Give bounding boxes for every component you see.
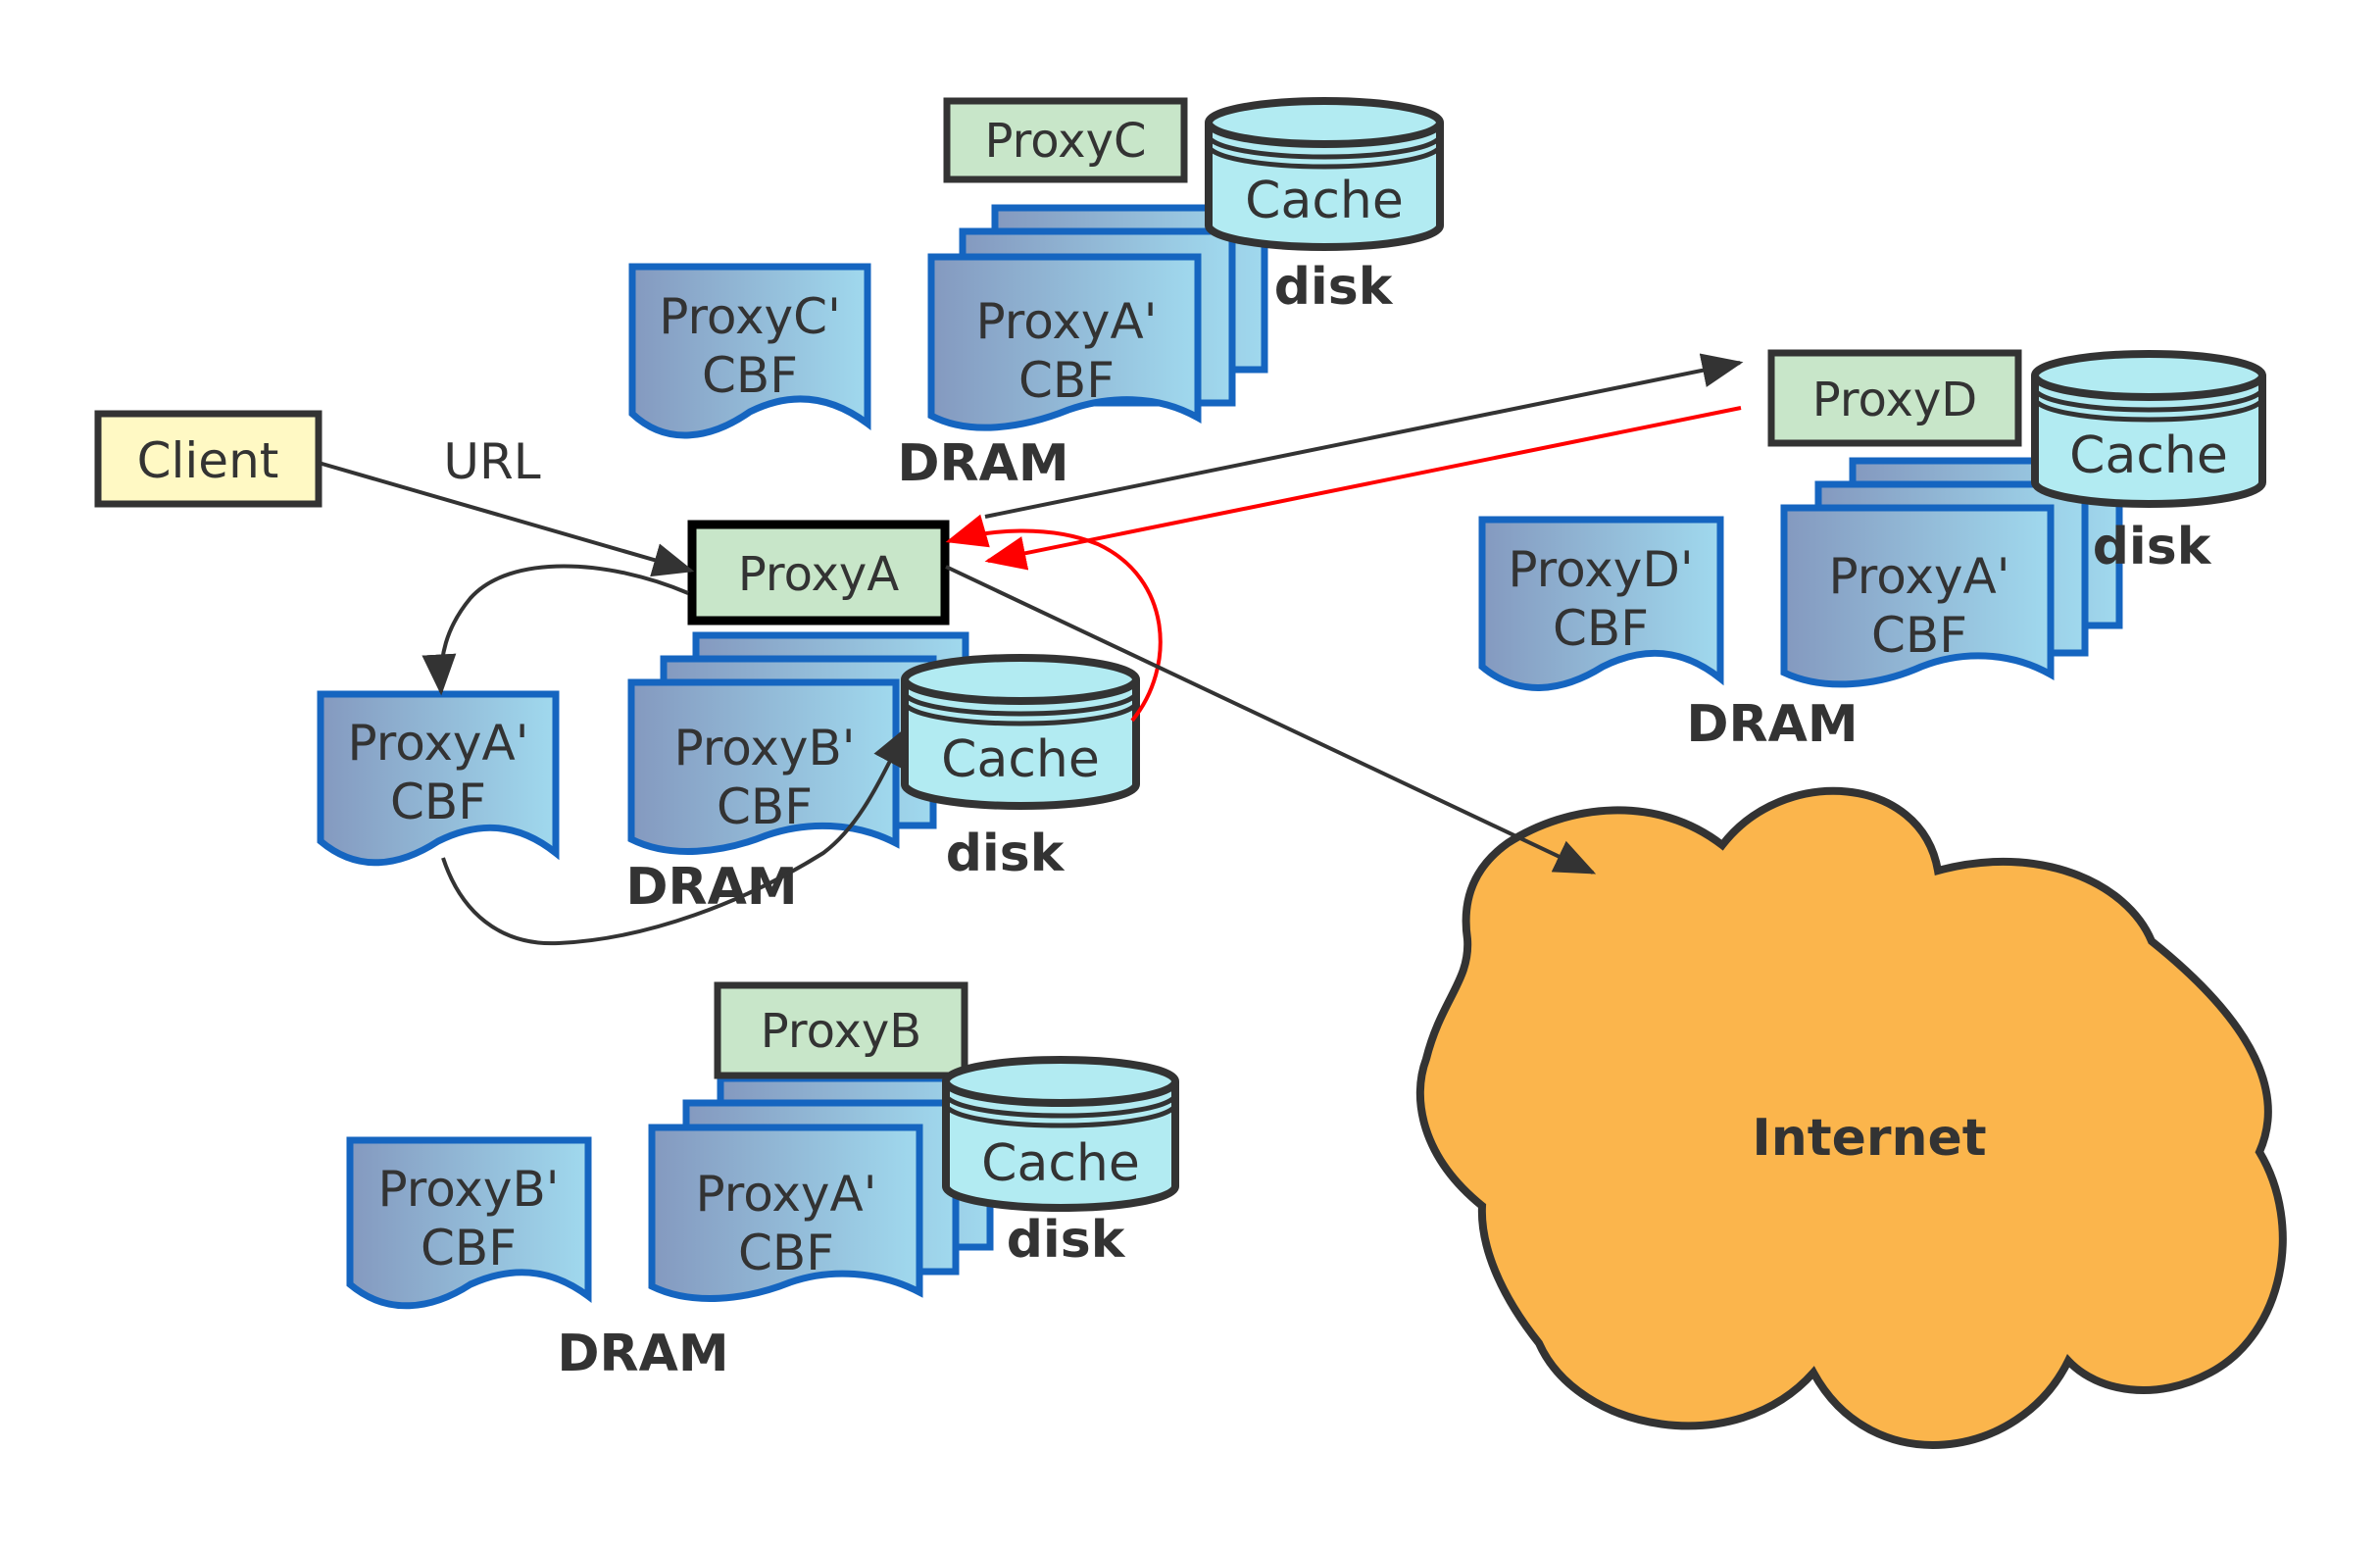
- proxyb-cache[interactable]: Cache: [942, 1056, 1179, 1212]
- proxya-cbf-stack[interactable]: ProxyB' CBF: [627, 631, 969, 855]
- internet-node[interactable]: Internet: [1415, 786, 2287, 1449]
- cache-label: Cache: [2069, 426, 2228, 485]
- proxyb-node[interactable]: ProxyB: [714, 981, 968, 1079]
- proxy-label: ProxyC: [985, 114, 1147, 169]
- cluster-proxy-c: ProxyC' CBF ProxyA' CBF ProxyC Cache dis…: [628, 97, 1444, 493]
- cbf-label-line2: CBF: [1553, 600, 1649, 657]
- stack-sheet-front: [627, 678, 900, 855]
- dram-label: DRAM: [897, 434, 1068, 493]
- internet-label: Internet: [1752, 1109, 1986, 1168]
- disk-label: disk: [2093, 518, 2212, 576]
- client-box: [94, 410, 322, 508]
- cbf-label-line1: ProxyB': [377, 1161, 559, 1218]
- internet-cloud-shape: [1415, 786, 2287, 1449]
- proxy-box: [1767, 349, 2022, 447]
- proxy-label: ProxyA: [738, 547, 899, 602]
- cache-ring: [902, 701, 1139, 726]
- url-edge-label: URL: [443, 433, 540, 490]
- cbf-label-line2: CBF: [1871, 607, 1967, 664]
- proxyd-cache[interactable]: Cache: [2031, 350, 2266, 508]
- cache-ring: [2032, 397, 2265, 423]
- cbf-label-line2: CBF: [421, 1220, 517, 1276]
- cbf-label-line1: ProxyD': [1508, 541, 1693, 598]
- proxy-label: ProxyB: [761, 1004, 921, 1059]
- proxya-cache[interactable]: Cache: [901, 654, 1140, 810]
- cluster-proxy-a: ProxyA' CBF ProxyB' CBF Cache disk DRAM …: [317, 520, 1140, 917]
- cbf-document-shape: [1478, 516, 1724, 691]
- cbf-label-line1: ProxyB': [673, 720, 855, 776]
- proxya-node[interactable]: ProxyA: [687, 520, 950, 625]
- proxyc-cache[interactable]: Cache: [1205, 97, 1444, 251]
- cbf-label-line1: ProxyA': [976, 293, 1158, 350]
- stack-sheet-front: [648, 1124, 923, 1302]
- proxyc-own-cbf[interactable]: ProxyC' CBF: [628, 263, 871, 439]
- cache-ring: [1206, 134, 1443, 160]
- cbf-label-line2: CBF: [717, 778, 813, 835]
- client-label: Client: [137, 432, 279, 489]
- cache-ring: [943, 1093, 1178, 1119]
- disk-label: disk: [1007, 1211, 1126, 1270]
- proxyc-cbf-stack[interactable]: ProxyA' CBF: [927, 204, 1268, 431]
- cache-label: Cache: [1245, 172, 1404, 230]
- edge-proxya-to-own-cbf[interactable]: [421, 564, 689, 696]
- cache-label: Cache: [941, 730, 1100, 789]
- cache-ring: [902, 691, 1139, 717]
- edge-client-to-proxya[interactable]: [318, 461, 695, 577]
- dram-label: DRAM: [1686, 695, 1858, 754]
- edge-proxya-to-internet[interactable]: [945, 565, 1597, 875]
- cache-ring: [1206, 144, 1443, 170]
- cluster-proxy-b: ProxyB' CBF ProxyA' CBF ProxyB Cache dis…: [346, 981, 1179, 1383]
- proxyb-own-cbf[interactable]: ProxyB' CBF: [346, 1136, 592, 1310]
- proxyd-node[interactable]: ProxyD: [1767, 349, 2022, 447]
- cache-ring: [2032, 387, 2265, 413]
- stack-sheet-front: [927, 253, 1202, 431]
- proxy-label: ProxyD: [1812, 373, 1977, 427]
- cache-cylinder-top: [901, 654, 1140, 705]
- cbf-label-line1: ProxyA': [696, 1166, 877, 1223]
- cache-cylinder-top: [2031, 350, 2266, 401]
- proxy-box: [943, 97, 1188, 183]
- proxy-box: [687, 520, 950, 625]
- proxy-box: [714, 981, 968, 1079]
- edge-proxya-to-proxyd[interactable]: [984, 353, 1744, 519]
- dram-label: DRAM: [557, 1325, 728, 1383]
- cbf-label-line2: CBF: [390, 774, 486, 830]
- cache-cylinder-top: [942, 1056, 1179, 1107]
- cbf-document-shape: [628, 263, 871, 439]
- proxyd-own-cbf[interactable]: ProxyD' CBF: [1478, 516, 1724, 691]
- cbf-label-line1: ProxyA': [1829, 548, 2010, 605]
- cbf-document-shape: [346, 1136, 592, 1310]
- edge-own-cbf-to-cache[interactable]: [441, 725, 909, 946]
- cbf-label-line2: CBF: [702, 347, 798, 404]
- cbf-label-line2: CBF: [1018, 352, 1115, 409]
- disk-label: disk: [1274, 258, 1394, 317]
- cbf-label-line1: ProxyC': [659, 288, 841, 345]
- edge-cache-to-proxya[interactable]: [945, 514, 1163, 723]
- disk-label: disk: [946, 825, 1066, 883]
- cbf-label-line2: CBF: [738, 1225, 834, 1281]
- proxyd-cbf-stack[interactable]: ProxyA' CBF: [1780, 457, 2123, 688]
- cluster-proxy-d: ProxyD' CBF ProxyA' CBF ProxyD Cache dis…: [1478, 349, 2266, 754]
- cache-label: Cache: [981, 1134, 1140, 1193]
- cache-ring: [943, 1103, 1178, 1128]
- proxya-own-cbf[interactable]: ProxyA' CBF: [317, 690, 560, 867]
- edges: [318, 353, 1744, 946]
- cbf-document-shape: [317, 690, 560, 867]
- stack-sheet-front: [1780, 504, 2055, 688]
- cbf-label-line1: ProxyA': [348, 715, 529, 772]
- edge-proxyd-to-proxya[interactable]: [984, 406, 1742, 571]
- proxyc-node[interactable]: ProxyC: [943, 97, 1188, 183]
- client-node[interactable]: Client: [94, 410, 322, 508]
- cache-cylinder-top: [1205, 97, 1444, 148]
- proxyb-cbf-stack[interactable]: ProxyA' CBF: [648, 1075, 994, 1302]
